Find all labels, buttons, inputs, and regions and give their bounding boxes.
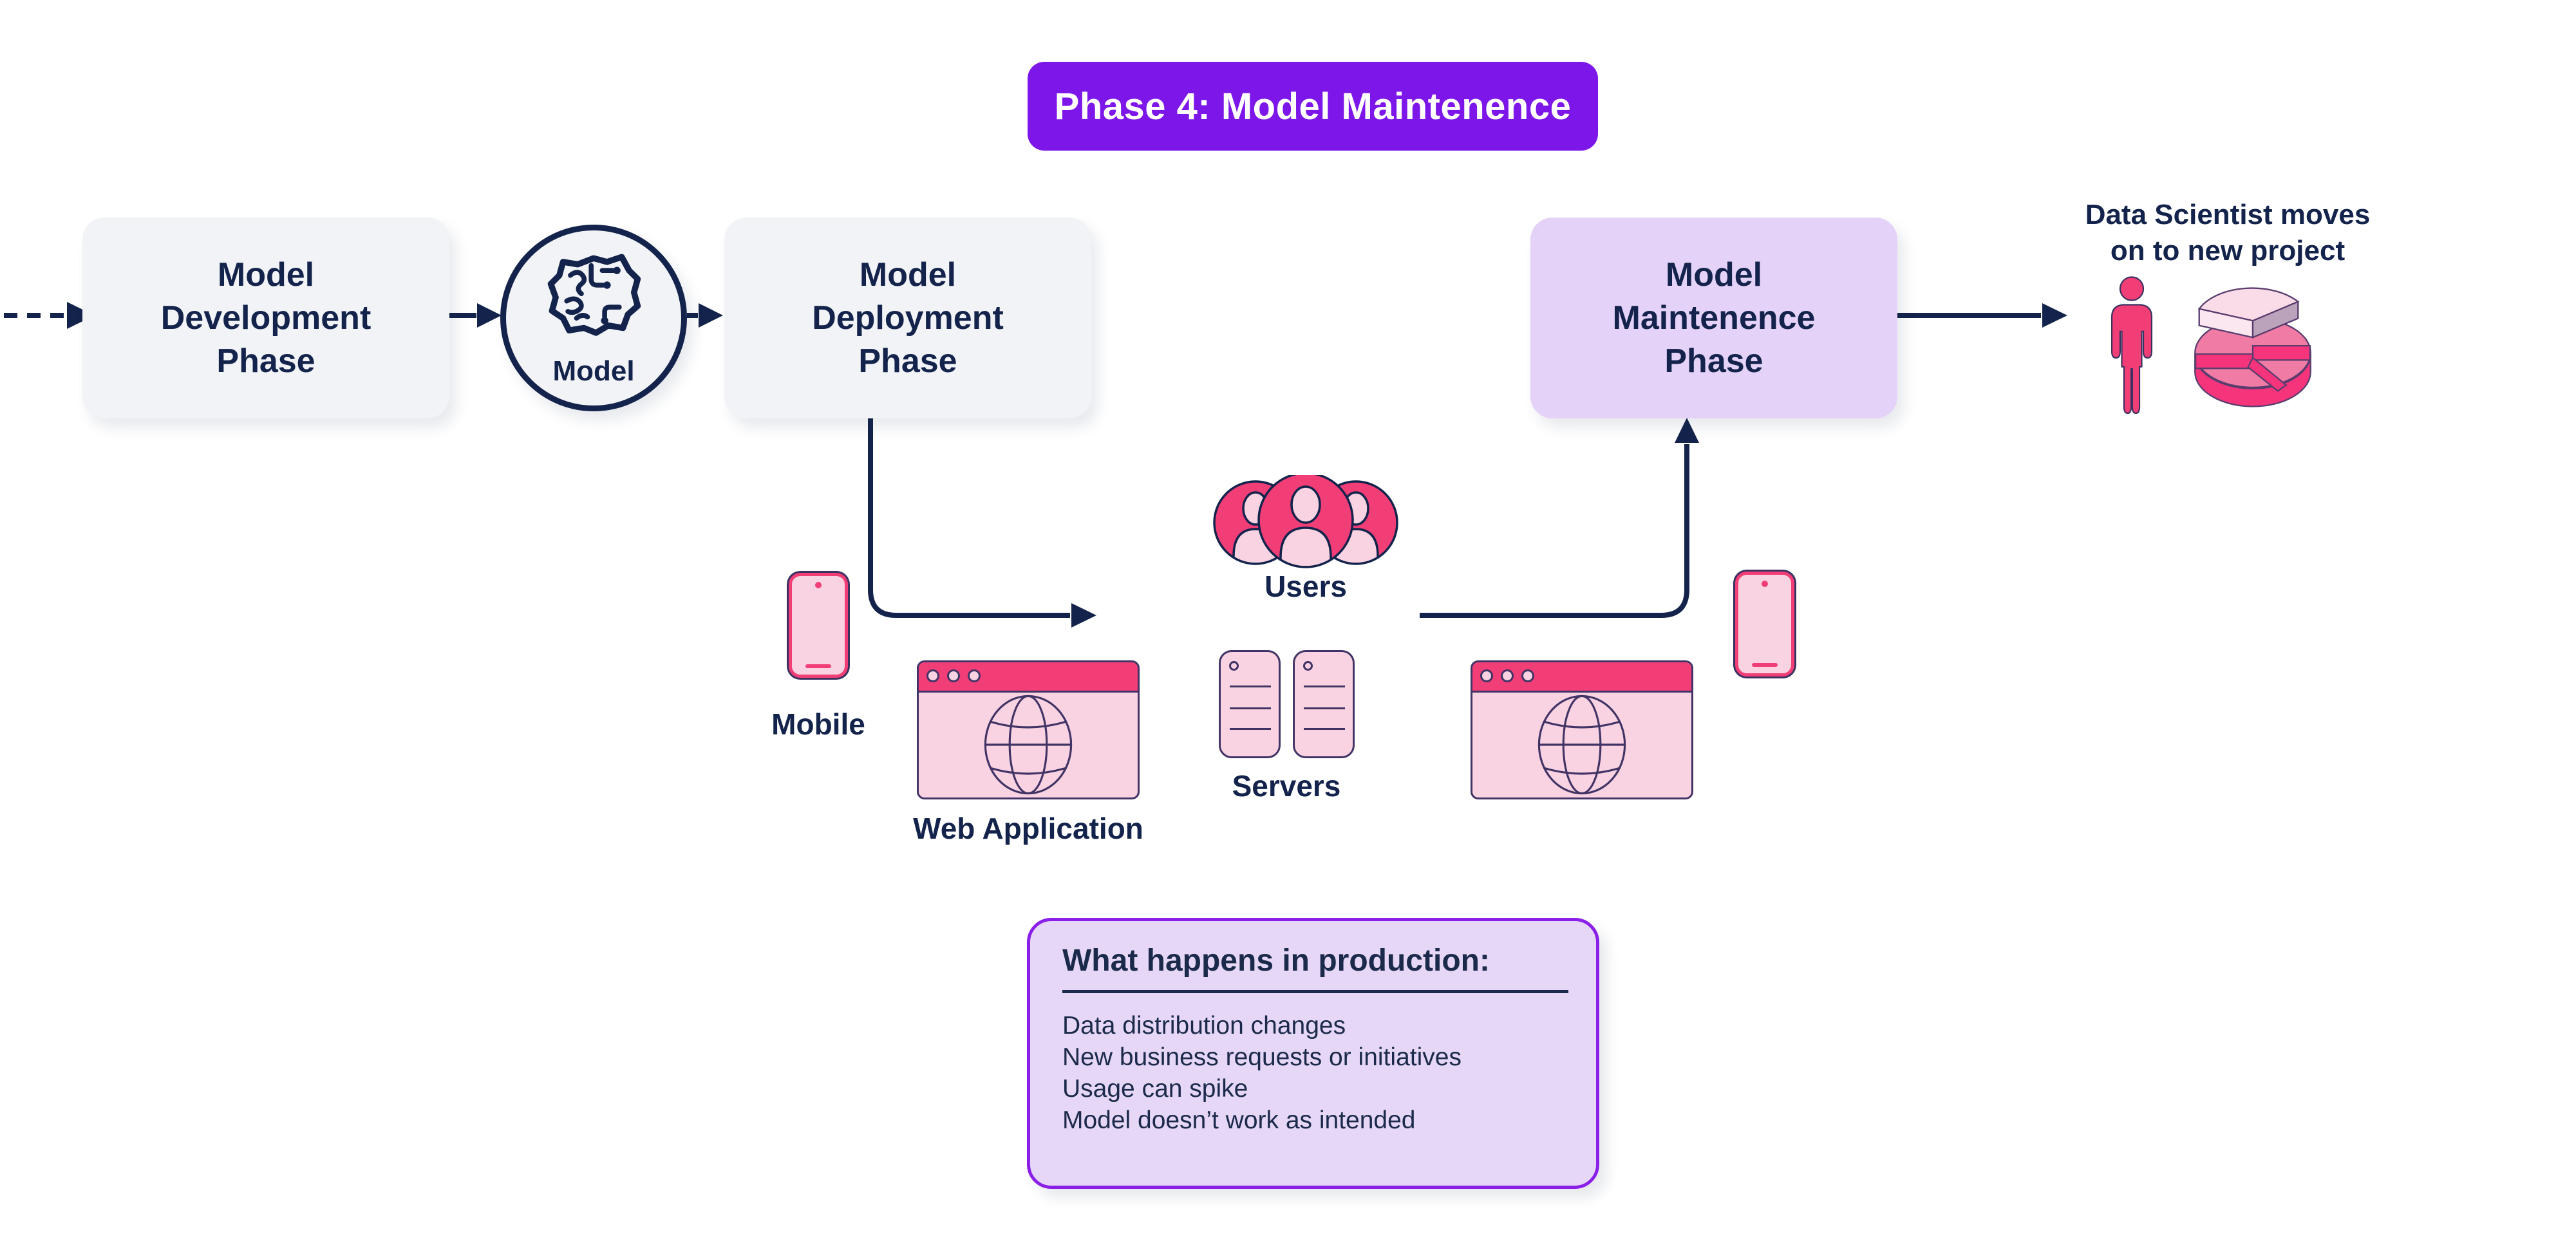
phone-home-bar bbox=[805, 664, 831, 668]
model-deployment-phase-box: Model Deployment Phase bbox=[724, 218, 1091, 418]
server-slot-line bbox=[1304, 707, 1345, 709]
browser-title-bar bbox=[1472, 662, 1691, 693]
arrowhead bbox=[2042, 303, 2067, 328]
model-development-phase-label: Model Development Phase bbox=[160, 256, 371, 380]
server-icon bbox=[1219, 650, 1281, 758]
production-divider bbox=[1062, 990, 1568, 993]
window-dot bbox=[947, 669, 960, 682]
users-to-maintenance-connector bbox=[1420, 444, 1689, 618]
production-list-item: Usage can spike bbox=[1062, 1075, 1248, 1103]
user-center bbox=[1257, 475, 1354, 568]
phone-home-bar bbox=[1752, 663, 1778, 667]
server-slot-line bbox=[1230, 685, 1271, 687]
production-title: What happens in production: bbox=[1062, 944, 1490, 978]
phone-camera-dot bbox=[815, 582, 822, 588]
model-maintenance-phase-label: Model Maintenence Phase bbox=[1612, 256, 1816, 380]
arrowhead bbox=[1071, 603, 1096, 628]
deploy-down-connector bbox=[868, 418, 1070, 618]
server-led bbox=[1303, 661, 1313, 671]
users-icon bbox=[1213, 475, 1398, 568]
server-led bbox=[1229, 661, 1239, 671]
web-application-window-icon bbox=[917, 660, 1140, 799]
server-slot-line bbox=[1304, 728, 1345, 730]
phase-banner-label: Phase 4: Model Maintenence bbox=[1054, 85, 1572, 127]
server-slot-line bbox=[1230, 728, 1271, 730]
server-slot-line bbox=[1230, 707, 1271, 709]
mobile-phone-icon bbox=[789, 573, 848, 678]
model-maintenance-phase-box: Model Maintenence Phase bbox=[1530, 218, 1897, 418]
arrowhead bbox=[477, 303, 502, 328]
server-icon bbox=[1293, 650, 1355, 758]
model-node bbox=[500, 225, 687, 411]
browser-title-bar bbox=[919, 662, 1138, 693]
model-development-phase-box: Model Development Phase bbox=[82, 218, 449, 418]
window-dot bbox=[1521, 669, 1534, 682]
mobile-label: Mobile bbox=[771, 707, 865, 741]
lifted-wedge bbox=[2197, 287, 2300, 339]
model-deployment-phase-label: Model Deployment Phase bbox=[812, 256, 1004, 380]
production-list-item: Data distribution changes bbox=[1062, 1012, 1346, 1040]
production-callout-box: What happens in production: Data distrib… bbox=[1027, 918, 1599, 1189]
window-dot bbox=[968, 669, 981, 682]
model-node-label: Model bbox=[552, 355, 635, 387]
arrowhead bbox=[67, 302, 95, 329]
window-dot bbox=[1501, 669, 1514, 682]
globe-icon bbox=[1537, 695, 1626, 795]
production-list-item: New business requests or initiatives bbox=[1062, 1043, 1462, 1071]
globe-icon bbox=[984, 695, 1073, 795]
production-list: Data distribution changes New business r… bbox=[1062, 1010, 1564, 1136]
mobile-phone-icon bbox=[1735, 572, 1794, 676]
phase-banner: Phase 4: Model Maintenence bbox=[1028, 62, 1598, 151]
pie-chart-icon bbox=[2194, 287, 2311, 407]
data-scientist-note: Data Scientist moves on to new project bbox=[2085, 199, 2371, 266]
window-dot bbox=[926, 669, 939, 682]
window-dot bbox=[1480, 669, 1493, 682]
server-slot-line bbox=[1304, 685, 1345, 687]
phone-camera-dot bbox=[1762, 581, 1768, 587]
data-scientist-person-icon bbox=[2111, 276, 2153, 415]
brain-circuit-icon bbox=[547, 254, 641, 336]
production-list-item: Model doesn’t work as intended bbox=[1062, 1106, 1416, 1134]
users-label: Users bbox=[1264, 570, 1347, 603]
arrowhead bbox=[1675, 418, 1699, 443]
servers-label: Servers bbox=[1232, 769, 1341, 803]
web-application-window-icon bbox=[1471, 660, 1693, 799]
web-application-label: Web Application bbox=[913, 812, 1143, 845]
arrowhead bbox=[699, 303, 723, 328]
